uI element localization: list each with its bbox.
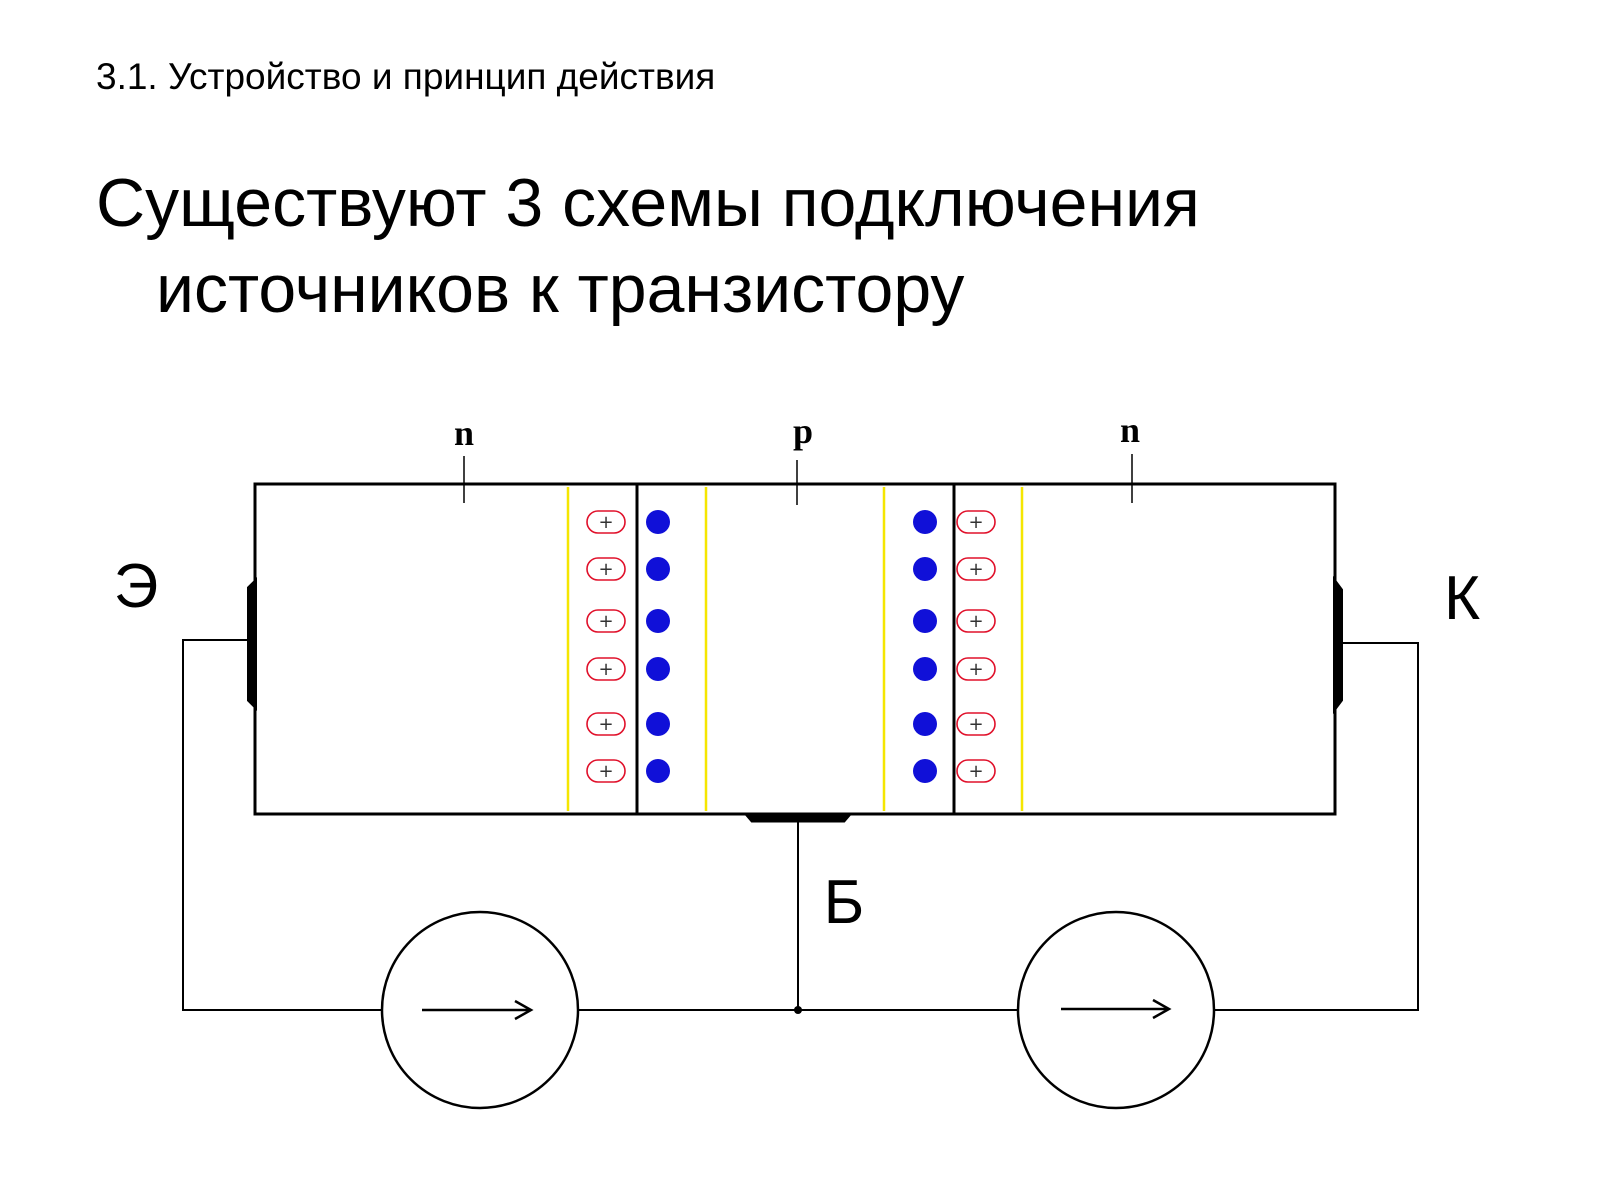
emitter-source-arrowhead: [514, 999, 534, 1021]
collector-ion-4: +: [956, 657, 996, 681]
svg-text:+: +: [598, 659, 613, 680]
slide-title: Существуют 3 схемы подключения источнико…: [96, 160, 1496, 332]
base-terminal-label: Б: [824, 868, 865, 937]
svg-text:+: +: [598, 512, 613, 533]
emitter-ion-4: +: [586, 657, 626, 681]
emitter-ion-1: +: [586, 510, 626, 534]
collector-wire: [1214, 642, 1419, 1011]
collector-region-label: n: [1120, 410, 1140, 450]
base-contact: [742, 812, 854, 823]
svg-text:+: +: [968, 714, 983, 735]
collector-electron-3: [913, 609, 937, 633]
svg-text:+: +: [968, 659, 983, 680]
svg-text:+: +: [968, 559, 983, 580]
emitter-ion-2: +: [586, 557, 626, 581]
emitter-wire: [182, 639, 382, 1011]
emitter-electron-5: [646, 712, 670, 736]
svg-text:+: +: [968, 611, 983, 632]
slide-title-line-1: Существуют 3 схемы подключения: [96, 165, 1200, 241]
transistor-body: [253, 482, 1337, 816]
collector-electron-5: [913, 712, 937, 736]
svg-text:+: +: [968, 512, 983, 533]
base-node-dot: [794, 1006, 802, 1014]
slide-subtitle: 3.1. Устройство и принцип действия: [96, 56, 716, 97]
svg-text:+: +: [598, 611, 613, 632]
collector-ion-5: +: [956, 712, 996, 736]
emitter-electron-3: [646, 609, 670, 633]
emitter-terminal-label: Э: [114, 552, 159, 621]
emitter-electron-6: [646, 759, 670, 783]
collector-electron-6: [913, 759, 937, 783]
emitter-electron-1: [646, 510, 670, 534]
collector-source-arrowhead: [1152, 998, 1172, 1020]
emitter-contact: [247, 577, 257, 711]
emitter-ion-6: +: [586, 759, 626, 783]
svg-text:+: +: [598, 714, 613, 735]
collector-contact: [1333, 576, 1343, 714]
emitter-ion-5: +: [586, 712, 626, 736]
collector-electron-2: [913, 557, 937, 581]
collector-ion-3: +: [956, 609, 996, 633]
slide-title-line-2: источников к транзистору: [156, 251, 965, 327]
emitter-region-label: n: [454, 413, 474, 453]
collector-electron-1: [913, 510, 937, 534]
collector-electron-4: [913, 657, 937, 681]
collector-ion-6: +: [956, 759, 996, 783]
svg-text:+: +: [598, 559, 613, 580]
emitter-ion-3: +: [586, 609, 626, 633]
emitter-electron-4: [646, 657, 670, 681]
collector-ion-2: +: [956, 557, 996, 581]
collector-terminal-label: К: [1444, 564, 1480, 633]
collector-ion-1: +: [956, 510, 996, 534]
charge-carriers: + + + + + + + + + + + +: [586, 510, 996, 783]
emitter-electron-2: [646, 557, 670, 581]
svg-text:+: +: [968, 761, 983, 782]
svg-text:+: +: [598, 761, 613, 782]
base-region-label: p: [793, 411, 813, 451]
